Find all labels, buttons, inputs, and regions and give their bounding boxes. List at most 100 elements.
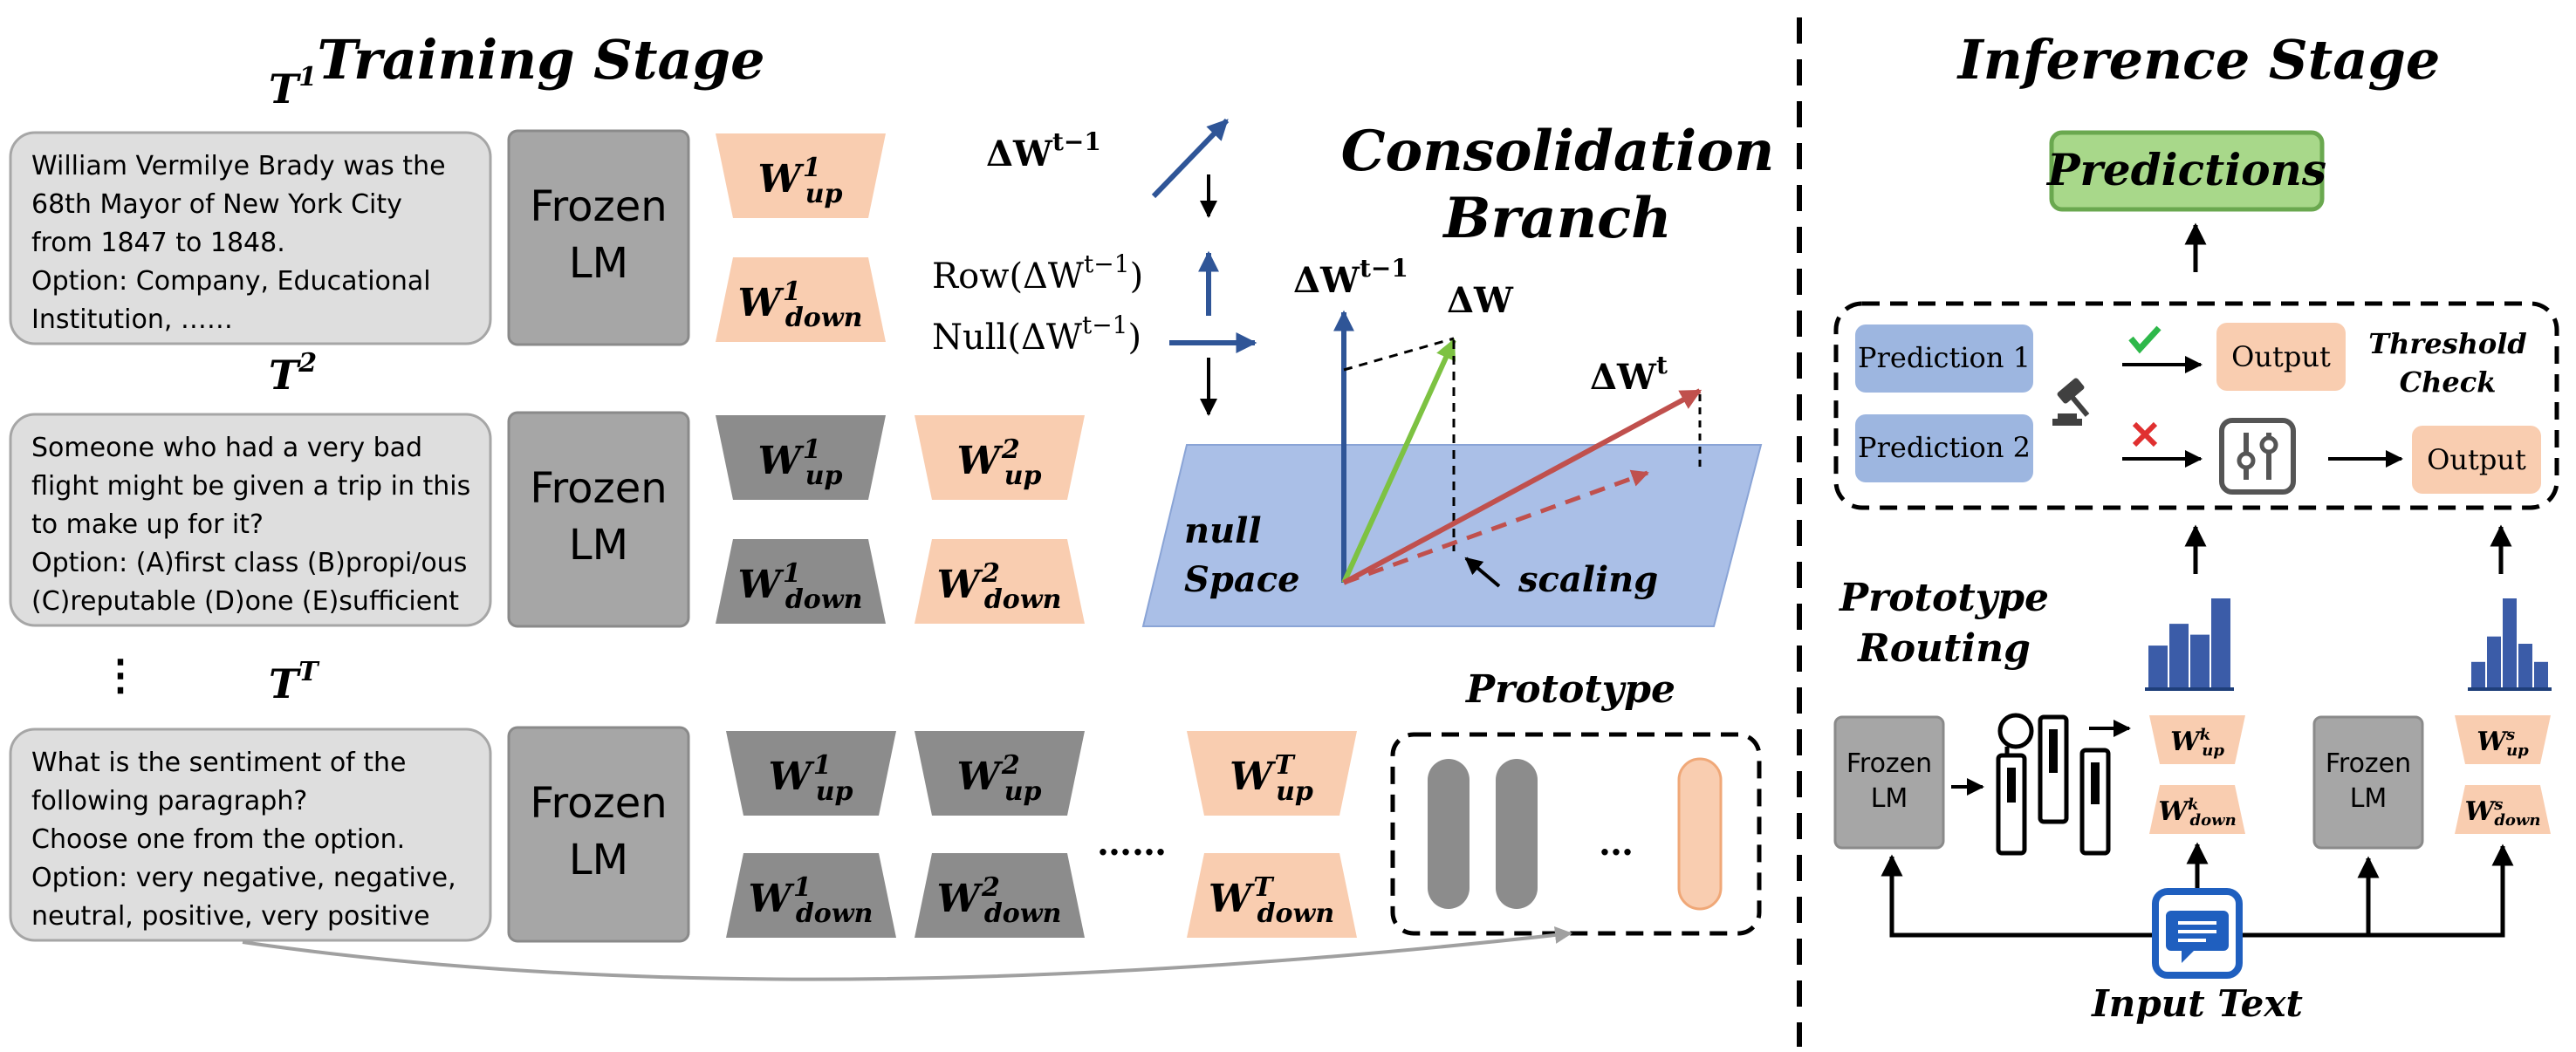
check-icon — [2128, 325, 2162, 354]
row-space-label: Row(ΔWt−1) — [932, 249, 1143, 297]
delta-w-vector-label: ΔW — [1447, 280, 1514, 321]
delta-w-prev-vector-label: ΔWt−1 — [1293, 254, 1408, 301]
svg-text:Predictions: Predictions — [2045, 144, 2326, 195]
inference-frozen-lm-left: Frozen LM — [1833, 715, 1945, 850]
task-label-t2: T2 — [269, 348, 317, 399]
inference-frozen-lm-right: Frozen LM — [2312, 715, 2424, 850]
null-space-plane — [1141, 444, 1763, 627]
histogram-bar — [2169, 624, 2189, 689]
output-box-1: Output — [2216, 323, 2346, 391]
svg-text:William Vermilye Brady was the: William Vermilye Brady was the 68th Mayo… — [31, 151, 454, 335]
histogram-bar — [2503, 598, 2517, 689]
svg-text:LM: LM — [569, 521, 628, 570]
adapter-ellipsis: …… — [1097, 823, 1167, 864]
svg-text:Prediction 1: Prediction 1 — [1858, 341, 2031, 374]
threshold-label-line2: Check — [2400, 365, 2497, 399]
task-3-line: neutral, positive, very positive — [31, 901, 430, 932]
task-2-line: Option: (A)first class (B)propi/ous — [31, 548, 467, 578]
task-box-3: What is the sentiment of the following p… — [9, 728, 492, 942]
task-box-2: Someone who had a very bad flight might … — [9, 413, 492, 627]
prototype-title: Prototype — [1464, 667, 1675, 712]
task-label-t1: T1 — [269, 62, 317, 113]
training-stage-title: Training Stage — [317, 28, 764, 92]
histogram-bar — [2487, 636, 2501, 689]
search-routing-icon — [1996, 713, 2111, 856]
histogram-bar — [2471, 661, 2485, 689]
svg-text:Someone who had a very bad: Someone who had a very bad flight might … — [31, 433, 479, 617]
histogram-bar — [2211, 598, 2230, 689]
output-box-2: Output — [2412, 426, 2541, 494]
input-to-adapter-s-line — [2241, 844, 2514, 938]
task-box-1: William Vermilye Brady was the 68th Mayo… — [9, 131, 492, 345]
delta-w-vector — [1341, 338, 1456, 584]
prototype-routing-line1: Prototype — [1838, 576, 2049, 620]
prototype-flow-arrow — [242, 926, 1572, 981]
svg-text:LM: LM — [2350, 783, 2388, 814]
task-2-line: Someone who had a very bad — [31, 433, 422, 463]
prototype-vector — [1428, 759, 1470, 909]
null-space-label-line1: null — [1184, 510, 1262, 551]
frozen-lm-block-2: Frozen LM — [507, 411, 690, 628]
histogram-bar — [2148, 646, 2168, 689]
task-1-line: Institution, …… — [31, 304, 233, 335]
input-to-lm-left-line — [1881, 854, 2154, 938]
svg-text:LM: LM — [569, 239, 628, 288]
delta-w-t-label: ΔWt — [1590, 351, 1668, 398]
prototype-vector-new — [1677, 757, 1723, 911]
svg-text:Output: Output — [2231, 340, 2331, 373]
consolidation-title-line2: Branch — [1442, 186, 1671, 251]
svg-text:What is the sentiment of the: What is the sentiment of the following p… — [31, 748, 464, 932]
task-3-line: What is the sentiment of the — [31, 748, 407, 778]
routing-histogram-s — [2468, 598, 2552, 691]
frozen-lm-block-3: Frozen LM — [507, 726, 690, 943]
prototype-vector — [1496, 759, 1538, 909]
task-1-line: Option: Company, Educational — [31, 266, 431, 297]
histogram-bar — [2534, 661, 2548, 689]
task-1-line: 68th Mayor of New York City — [31, 189, 402, 220]
svg-text:Prediction 2: Prediction 2 — [1858, 431, 2031, 464]
input-text-label: Input Text — [2091, 982, 2303, 1025]
projection-line — [1343, 337, 1455, 372]
consolidation-title-line1: Consolidation — [1341, 119, 1775, 184]
prototype-routing-line2: Routing — [1856, 626, 2031, 671]
frozen-lm-block-1: Frozen LM — [507, 129, 690, 346]
task-3-line: Choose one from the option. — [31, 824, 405, 855]
svg-text:Frozen: Frozen — [2326, 748, 2411, 779]
svg-text:LM: LM — [1871, 783, 1908, 814]
svg-text:Frozen: Frozen — [530, 779, 667, 828]
task-label-tT: TT — [269, 657, 320, 707]
message-icon[interactable] — [2152, 888, 2243, 979]
task-2-line: (C)reputable (D)one (E)sufficient — [31, 586, 459, 617]
vertical-ellipsis: ⋮ — [99, 651, 141, 700]
task-1-line: from 1847 to 1848. — [31, 228, 285, 258]
svg-text:Frozen: Frozen — [530, 182, 667, 231]
prototype-ellipsis: … — [1599, 823, 1634, 864]
threshold-check-box — [1833, 301, 2559, 510]
null-space-label: Null(ΔWt−1) — [932, 311, 1141, 358]
task-3-line: Option: very negative, negative, — [31, 863, 456, 893]
